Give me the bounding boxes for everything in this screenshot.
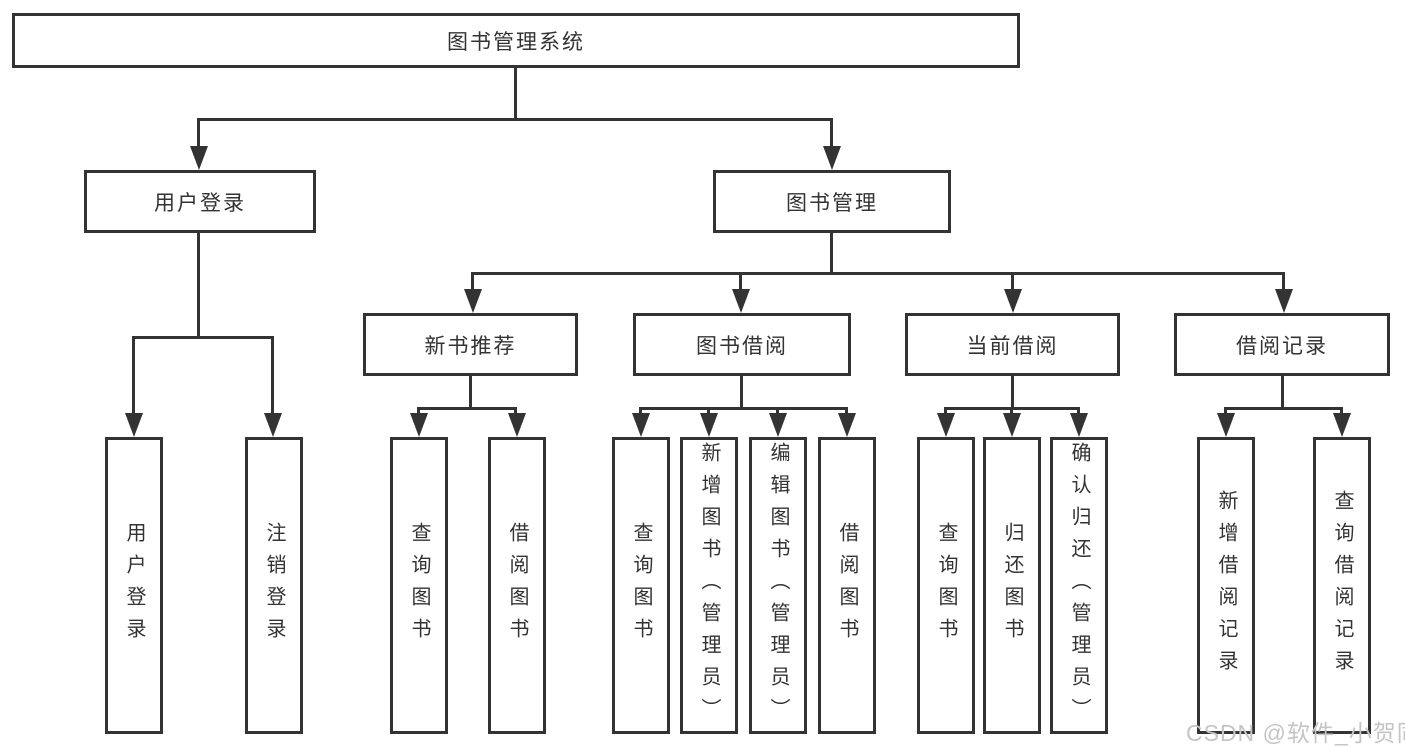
- arrowhead-current-borrow: [1004, 289, 1022, 313]
- leaf-query-book-rec-label: 查询图书: [408, 521, 430, 650]
- node-book-mgmt-label: 图书管理: [786, 191, 878, 215]
- connector-user-login-drop: [197, 233, 200, 336]
- arrowhead-leaf-add-borrow-record: [1217, 413, 1235, 437]
- connector-stub: [639, 407, 642, 417]
- leaf-borrow-book-borrow-label: 借阅图书: [836, 521, 858, 650]
- arrowhead-borrow-records: [1275, 289, 1293, 313]
- leaf-return-book: 归还图书: [983, 437, 1041, 734]
- connector-new-book-rec-branch: [417, 407, 517, 410]
- node-borrow-records-label: 借阅记录: [1236, 334, 1328, 358]
- leaf-return-book-label: 归还图书: [1001, 521, 1023, 650]
- node-book-borrow: 图书借阅: [633, 313, 851, 376]
- node-root: 图书管理系统: [12, 13, 1020, 68]
- arrowhead-leaf-logout: [264, 413, 282, 437]
- connector-book-mgmt-stub: [830, 118, 833, 152]
- node-book-mgmt: 图书管理: [713, 170, 951, 233]
- leaf-logout: 注销登录: [245, 437, 303, 734]
- arrowhead-leaf-user-login: [125, 413, 143, 437]
- connector-borrow-records-drop: [1281, 376, 1284, 407]
- connector-stub: [1010, 407, 1013, 417]
- connector-stub: [417, 407, 420, 417]
- leaf-borrow-book-borrow: 借阅图书: [818, 437, 876, 734]
- leaf-edit-book-label: 编辑图书（管理员）: [767, 441, 789, 730]
- arrowhead-new-book-rec: [464, 289, 482, 313]
- leaf-add-book-label: 新增图书（管理员）: [698, 441, 720, 730]
- node-user-login: 用户登录: [84, 170, 316, 233]
- node-current-borrow-label: 当前借阅: [966, 334, 1059, 358]
- connector-root-branch: [197, 118, 833, 121]
- leaf-borrow-book-rec: 借阅图书: [488, 437, 546, 734]
- connector-root-drop: [514, 68, 517, 118]
- connector-current-borrow-drop: [1011, 376, 1014, 407]
- connector-current-borrow-stub: [1011, 272, 1014, 294]
- arrowhead-book-borrow: [732, 289, 750, 313]
- csdn-watermark: CSDN @软件_小贺同学: [1186, 720, 1405, 746]
- arrowhead-book-mgmt: [823, 146, 841, 170]
- arrowhead-leaf-borrow-book-rec: [508, 413, 526, 437]
- arrowhead-leaf-borrow-book-borrow: [838, 413, 856, 437]
- connector-new-book-rec-stub: [471, 272, 474, 294]
- leaf-user-login: 用户登录: [105, 437, 163, 734]
- leaf-confirm-return: 确认归还（管理员）: [1050, 437, 1108, 734]
- node-borrow-records: 借阅记录: [1174, 313, 1390, 376]
- leaf-add-book: 新增图书（管理员）: [680, 437, 738, 734]
- connector-book-mgmt-drop: [830, 233, 833, 272]
- leaf-logout-label: 注销登录: [263, 521, 285, 650]
- connector-leaf-logout-stub: [271, 336, 274, 418]
- arrowhead-leaf-return-book: [1003, 413, 1021, 437]
- leaf-query-borrow-record-label: 查询借阅记录: [1331, 489, 1353, 682]
- connector-new-book-rec-drop: [469, 376, 472, 407]
- arrowhead-leaf-add-book: [700, 413, 718, 437]
- connector-book-borrow-branch: [639, 407, 848, 410]
- leaf-query-book-current: 查询图书: [917, 437, 975, 734]
- arrowhead-leaf-query-borrow-record: [1333, 413, 1351, 437]
- leaf-confirm-return-label: 确认归还（管理员）: [1068, 441, 1090, 730]
- leaf-add-borrow-record-label: 新增借阅记录: [1215, 489, 1237, 682]
- arrowhead-leaf-query-book-current: [937, 413, 955, 437]
- connector-user-login-stub: [197, 118, 200, 152]
- leaf-query-book-current-label: 查询图书: [935, 521, 957, 650]
- connector-stub: [1340, 407, 1343, 417]
- leaf-edit-book: 编辑图书（管理员）: [749, 437, 807, 734]
- arrowhead-leaf-edit-book: [769, 413, 787, 437]
- connector-stub: [944, 407, 947, 417]
- leaf-query-book-rec: 查询图书: [390, 437, 448, 734]
- leaf-query-borrow-record: 查询借阅记录: [1313, 437, 1371, 734]
- leaf-add-borrow-record: 新增借阅记录: [1197, 437, 1255, 734]
- connector-stub: [707, 407, 710, 417]
- connector-borrow-records-stub: [1282, 272, 1285, 294]
- leaf-user-login-label: 用户登录: [123, 521, 145, 650]
- connector-user-login-branch: [132, 336, 274, 339]
- node-current-borrow: 当前借阅: [905, 313, 1120, 376]
- connector-stub: [845, 407, 848, 417]
- connector-stub: [776, 407, 779, 417]
- connector-stub: [1077, 407, 1080, 417]
- node-new-book-rec-label: 新书推荐: [424, 334, 517, 358]
- arrowhead-user-login: [190, 146, 208, 170]
- leaf-query-book-borrow: 查询图书: [612, 437, 670, 734]
- arrowhead-leaf-query-book-borrow: [632, 413, 650, 437]
- connector-book-mgmt-branch: [471, 272, 1285, 275]
- arrowhead-leaf-query-book-rec: [410, 413, 428, 437]
- node-user-login-label: 用户登录: [154, 191, 246, 215]
- connector-borrow-records-branch: [1224, 407, 1343, 410]
- connector-stub: [1224, 407, 1227, 417]
- connector-book-borrow-drop: [740, 376, 743, 407]
- node-book-borrow-label: 图书借阅: [696, 334, 788, 358]
- arrowhead-leaf-confirm-return: [1070, 413, 1088, 437]
- node-root-label: 图书管理系统: [447, 30, 585, 54]
- leaf-query-book-borrow-label: 查询图书: [630, 521, 652, 650]
- connector-leaf-user-login-stub: [132, 336, 135, 418]
- connector-stub: [514, 407, 517, 417]
- connector-book-borrow-stub: [739, 272, 742, 294]
- leaf-borrow-book-rec-label: 借阅图书: [506, 521, 528, 650]
- node-new-book-rec: 新书推荐: [363, 313, 578, 376]
